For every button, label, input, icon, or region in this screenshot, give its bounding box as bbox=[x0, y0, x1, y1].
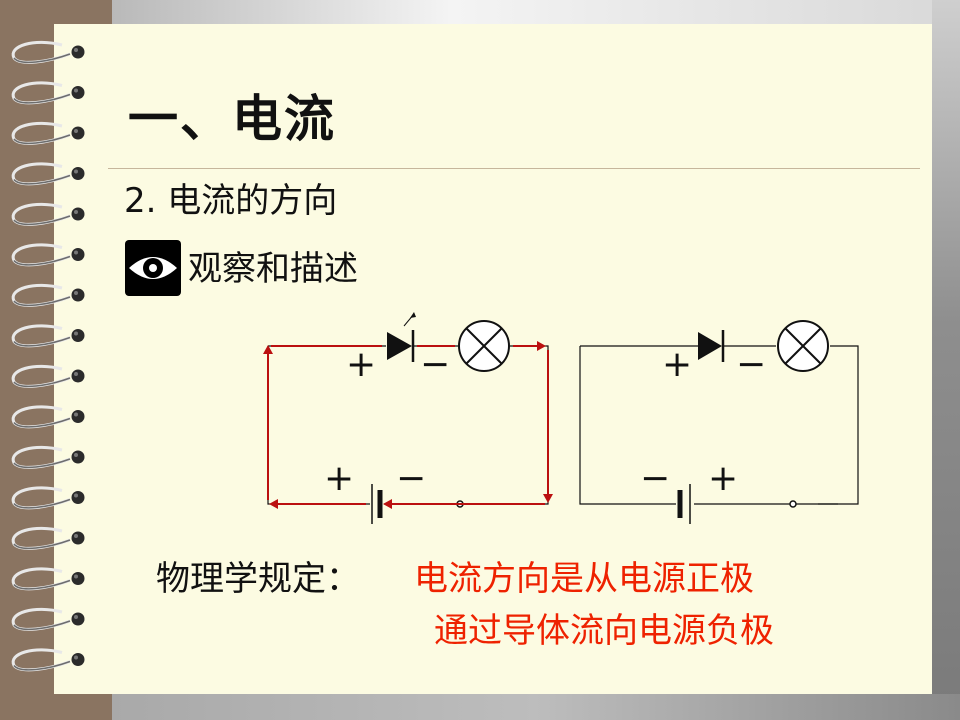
statement-line-1: 电流方向是从电源正极 bbox=[414, 559, 754, 599]
binding-ring-shade bbox=[13, 458, 71, 469]
diode-minus-label: − bbox=[736, 344, 766, 385]
battery-symbol-left bbox=[371, 484, 383, 524]
binding-ring-shade bbox=[13, 620, 71, 631]
slide-title: 一、电流 bbox=[128, 90, 336, 148]
binding-hole-highlight bbox=[74, 534, 78, 538]
binding-hole-highlight bbox=[74, 210, 78, 214]
binding-ring-shade bbox=[13, 93, 71, 104]
binding-ring-shade bbox=[13, 377, 71, 388]
title-divider bbox=[108, 168, 920, 169]
binding-ring-shade bbox=[13, 296, 71, 307]
lamp-symbol-right bbox=[777, 320, 829, 372]
binding-ring-shade bbox=[13, 498, 71, 509]
diode-symbol-left bbox=[387, 312, 416, 362]
battery-minus-label: − bbox=[640, 458, 670, 499]
binding-hole-highlight bbox=[74, 453, 78, 457]
statement-line-2: 通过导体流向电源负极 bbox=[434, 611, 774, 651]
diode-minus-label: − bbox=[420, 344, 450, 385]
binding-hole-highlight bbox=[74, 372, 78, 376]
switch-symbol-right bbox=[789, 500, 838, 508]
battery-minus-label: − bbox=[396, 458, 426, 499]
binding-hole-highlight bbox=[74, 250, 78, 255]
binding-hole-highlight bbox=[74, 574, 78, 579]
binding-ring-shade bbox=[13, 539, 71, 550]
diode-plus-label: + bbox=[346, 344, 376, 385]
lamp-symbol-left bbox=[458, 320, 510, 372]
diode-plus-label: + bbox=[662, 344, 692, 385]
binding-ring-shade bbox=[13, 134, 71, 145]
page-shadow-right bbox=[932, 0, 960, 720]
binding-hole-highlight bbox=[74, 129, 78, 133]
battery-plus-label: + bbox=[708, 458, 738, 499]
battery-symbol-right bbox=[677, 484, 691, 524]
binding-hole-highlight bbox=[74, 655, 78, 660]
observe-heading: 观察和描述 bbox=[188, 249, 358, 289]
binding-hole-highlight bbox=[74, 331, 78, 336]
binding-hole-highlight bbox=[74, 412, 78, 417]
section-subtitle: 2. 电流的方向 bbox=[124, 181, 338, 221]
binding-ring-shade bbox=[13, 660, 71, 671]
binding-ring-shade bbox=[13, 255, 71, 266]
binding-ring-shade bbox=[13, 579, 71, 590]
diode-symbol-right bbox=[698, 330, 725, 362]
binding-hole-highlight bbox=[74, 493, 78, 498]
binding-hole-highlight bbox=[74, 48, 78, 52]
battery-plus-label: + bbox=[324, 458, 354, 499]
binding-ring-shade bbox=[13, 215, 71, 226]
current-direction-arrows bbox=[263, 341, 553, 509]
binding-ring-shade bbox=[13, 417, 71, 428]
statement-prefix: 物理学规定： bbox=[156, 559, 360, 599]
binding-ring-shade bbox=[13, 174, 71, 185]
binding-hole-highlight bbox=[74, 88, 78, 93]
binding-ring-shade bbox=[13, 53, 71, 64]
binding-hole-highlight bbox=[74, 291, 78, 295]
binding-hole-highlight bbox=[74, 615, 78, 619]
binding-hole-highlight bbox=[74, 169, 78, 174]
binding-ring-shade bbox=[13, 336, 71, 347]
page-shadow-top bbox=[112, 0, 960, 24]
eye-icon bbox=[125, 240, 181, 296]
spiral-binding bbox=[11, 40, 85, 672]
page-shadow-bottom bbox=[112, 694, 960, 720]
